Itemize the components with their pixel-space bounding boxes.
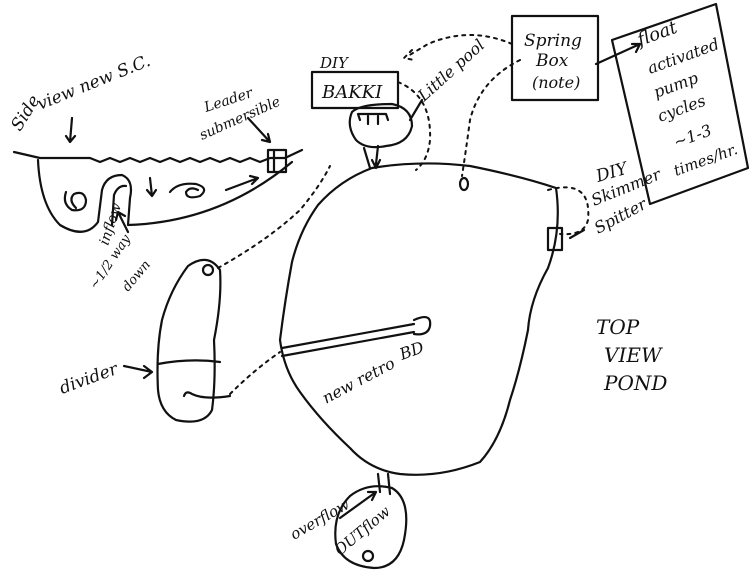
bakki-box [310, 70, 400, 110]
leader-arrow [246, 116, 272, 144]
label-note: (note) [532, 73, 580, 92]
label-bd: BD [396, 337, 427, 364]
skimmer-arrow [568, 228, 586, 240]
chamber-inlet-circle [201, 263, 215, 277]
side-label-arrow [64, 116, 77, 144]
arrow-to-little-pool [408, 98, 424, 122]
dotted-line-chamber-to-pump [217, 165, 331, 269]
bottom-drain-end [412, 315, 432, 336]
label-float: float [633, 17, 681, 52]
dotted-line-bakki-to-pond [397, 81, 432, 171]
dotted-line-skimmer-loop [547, 186, 590, 236]
label-box: Box [535, 51, 569, 71]
label-view: VIEW [604, 343, 663, 367]
bakki-drain-lines [356, 112, 390, 126]
bottom-drain-line [280, 322, 416, 358]
flow-arrow-down [145, 176, 158, 198]
label-bakki: BAKKI [321, 82, 383, 103]
overflow-arrow [338, 490, 378, 520]
label-top: TOP [596, 315, 640, 339]
side-view-inner-wall [110, 184, 128, 227]
dotted-line-spring-to-pond [461, 59, 521, 177]
label-spring: Spring [524, 31, 582, 51]
overflow-stub [376, 472, 392, 496]
side-view-basin [36, 158, 294, 233]
divider-arrow [122, 364, 154, 380]
little-pool-outlet [362, 144, 382, 170]
label-diy-bakki: DIY [319, 54, 350, 72]
side-view-sketch [12, 116, 304, 234]
swirl-icon-left [63, 190, 88, 212]
leader-pump-box [266, 148, 288, 174]
label-side-view: view new S.C. [34, 51, 153, 115]
label-new-retro: new retro [319, 353, 398, 407]
label-down: down [120, 258, 154, 295]
swirl-icon-right [168, 182, 206, 199]
spring-box [510, 14, 600, 102]
skimmer-box [546, 226, 564, 252]
dotted-line-chamber-to-pond [229, 351, 281, 395]
outflow-drain-circle [361, 549, 375, 563]
float-note-box [610, 2, 749, 206]
label-times-range: ~1-3 [671, 121, 714, 152]
water-surface-line [12, 148, 304, 164]
flow-arrow-right [224, 174, 260, 192]
label-pond: POND [603, 371, 667, 395]
chamber-pipe-outlet [182, 391, 232, 399]
divider-line [156, 359, 222, 366]
inflow-arrow [114, 210, 130, 234]
arrow-to-spring-box [594, 42, 642, 66]
pond-marker-circle [458, 176, 470, 192]
label-divider: divider [57, 359, 121, 399]
side-chamber-outline [156, 258, 222, 423]
outflow-basin [334, 485, 408, 570]
dotted-line-spring-to-bakki [401, 34, 513, 61]
little-pool-outline [348, 102, 414, 149]
